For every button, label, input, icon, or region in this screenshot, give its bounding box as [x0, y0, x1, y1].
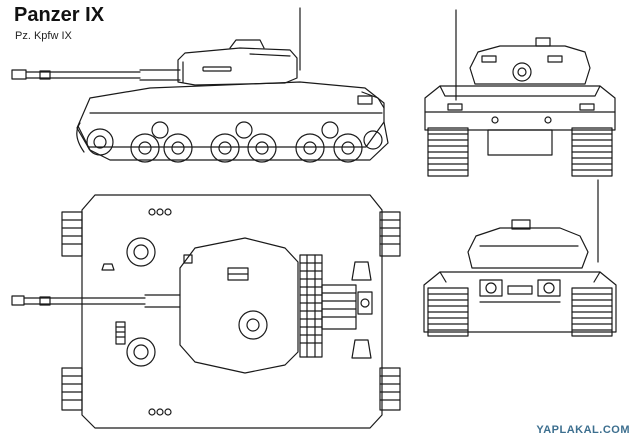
top-hull	[82, 195, 382, 428]
side-return-rollers	[152, 122, 338, 138]
side-road-wheels	[87, 129, 382, 162]
top-rear-hatches	[352, 262, 372, 358]
front-view	[425, 10, 615, 176]
top-gun-barrel	[12, 295, 180, 307]
top-engine-grille	[300, 255, 356, 357]
top-tracks	[62, 212, 400, 410]
rear-turret	[468, 220, 588, 268]
rear-hull	[424, 272, 616, 332]
front-turret	[470, 38, 590, 84]
top-view	[12, 195, 400, 428]
rear-tracks	[428, 288, 612, 336]
page-subtitle: Pz. Kpfw IX	[15, 30, 72, 42]
top-hull-details	[102, 209, 171, 415]
side-view	[12, 8, 388, 162]
side-turret	[178, 40, 297, 85]
side-track	[78, 122, 388, 160]
side-hull	[77, 82, 384, 147]
watermark: YAPLAKAL.COM	[536, 424, 630, 436]
page-title: Panzer IX	[14, 4, 105, 26]
top-turret	[180, 238, 298, 373]
rear-view	[424, 180, 616, 336]
front-tracks	[428, 128, 612, 176]
front-hull	[425, 86, 615, 155]
side-gun-barrel	[12, 70, 180, 80]
